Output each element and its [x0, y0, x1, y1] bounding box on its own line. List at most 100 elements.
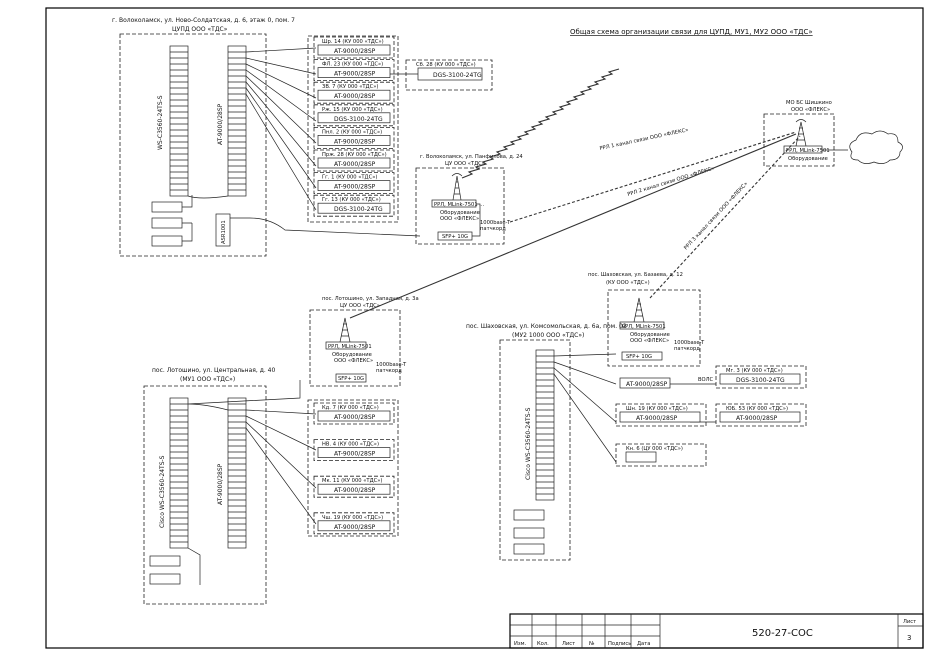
remote-mu2-title-3: Кн. 6 (ЦУ 000 «ТДС»): [626, 446, 683, 452]
remote-top-title-7: Гг. 13 (КУ 000 «ТДС»): [322, 197, 381, 203]
remote-top-device-label-1: AT-9000/28SP: [334, 71, 376, 78]
remote-mid-title-1: НВ. 4 (КУ 000 «ТДС»): [322, 442, 379, 448]
remote-top-zone-2: [313, 81, 395, 104]
remote-mid-device-label-2: AT-9000/28SP: [334, 487, 376, 494]
mu2-switch-label: Cisco WS-C3560-24TS-S: [525, 407, 532, 480]
zapadnaya-rrl-box: [325, 341, 367, 350]
zapadnaya-rrl-label: РРЛ, MLink-7501: [328, 344, 372, 350]
cupd-internal-links: [182, 195, 421, 242]
remote-mu2-zone-3: [615, 443, 707, 467]
remote-top-title-0: Шр. 14 (КУ 000 «ТДС»): [322, 39, 384, 45]
bazaeva-at-device-label: AT-9000/28SP: [626, 381, 668, 388]
bazaeva-at-device: [619, 377, 671, 389]
remote-top-device-label-5: AT-9000/28SP: [334, 161, 376, 168]
title-block: [509, 613, 924, 649]
panfilova-address: г. Волоколамск, ул. Панфилова, д. 24: [420, 154, 523, 160]
panfilova-poe-2: патчкорд: [480, 226, 506, 232]
cupd-port-ticks: [170, 51, 246, 191]
rrl-link-1: [461, 68, 620, 179]
remote-top-title-2: ЗВ. 7 (КУ 000 «ТДС»): [322, 84, 378, 90]
remote-top-title-5: Прж. 28 (КУ 000 «ТДС»): [322, 152, 387, 158]
remote-mu2-zone-1: [615, 403, 707, 427]
rrl-link-zapadnaya: [349, 133, 797, 319]
zapadnaya-poe-2: патчкорд: [376, 368, 402, 374]
remote-top-device-5: [317, 157, 391, 169]
remote-mu2-zone-0: [715, 365, 807, 389]
mu2-ups-1: [513, 509, 545, 521]
remote-top-title-1: ФЛ. 23 (КУ 000 «ТДС»): [322, 62, 383, 68]
cupd-switch-label: WS-C3560-24TS-S: [157, 95, 164, 150]
cupd-asr: [215, 213, 231, 247]
stamp-num: №: [589, 641, 595, 647]
stamp-izm: Изм.: [514, 641, 527, 647]
remote-mid-title-3: Чш. 19 (КУ 000 «ТДС»): [322, 515, 383, 521]
cupd-asr-label: ASR1001: [221, 220, 227, 244]
remote-mid-device-label-3: AT-9000/28SP: [334, 524, 376, 531]
rrl-link-3-label: РРЛ 3 канал связи ООО «ФЛЕКС»: [683, 181, 749, 251]
remote-mid-device-label-0: AT-9000/28SP: [334, 414, 376, 421]
mo-tower-icon: [795, 119, 807, 147]
remote-mu2-title-2: ЮБ. 53 (КУ 000 «ТДС»): [726, 406, 788, 412]
panfilova-equip-1: Оборудование: [440, 210, 480, 216]
zapadnaya-equip-1: Оборудование: [332, 352, 372, 358]
remote-mu2-device-2: [719, 411, 801, 423]
mu1-remotes-zone: [307, 399, 399, 537]
rrl-link-2-label: РРЛ 2 канал связи ООО «ФЛЕКС»: [627, 166, 715, 198]
zapadnaya-zone: [309, 309, 401, 387]
stamp-date: Дата: [637, 641, 650, 647]
remote-mid-device-label-1: AT-9000/28SP: [334, 451, 376, 458]
bazaeva-name: (КУ ООО «ТДС»): [606, 280, 650, 286]
bazaeva-poe-2: патчкорд: [674, 346, 700, 352]
mu2-zone: [499, 339, 571, 561]
vols-label: ВОЛС: [698, 377, 714, 383]
remote-top-title-3: Рж. 15 (КУ 000 «ТДС»): [322, 107, 383, 113]
remote-mid-zone-2: [313, 475, 395, 498]
rrl-link-2: [509, 131, 797, 223]
zapadnaya-poe-1: 1000base-T: [376, 362, 407, 368]
mo-rrl-label: РРЛ, MLink-7501: [786, 148, 830, 154]
mu2-address: пос. Шаховская, ул. Комсомольская, д. 6а…: [466, 323, 627, 330]
remote-mid-zone-1: [313, 439, 395, 462]
panfilova-sfp-label: SFP+ 10G: [442, 234, 468, 240]
panfilova-rrl-box: [431, 199, 477, 208]
remote-top-device-7: [317, 202, 391, 214]
remote-right-top-title: Сб. 28 (КУ 000 «ТДС»): [416, 62, 476, 68]
bazaeva-equip-2: ООО «ФЛЕКС»: [630, 338, 669, 344]
remote-top-device-3: [317, 112, 391, 124]
remote-top-zone-1: [313, 59, 395, 81]
remote-top-device-label-3: DGS-3100-24TG: [334, 116, 383, 123]
stamp-sign: Подпись: [608, 641, 631, 647]
zapadnaya-name: ЦУ ООО «ТДС»: [340, 303, 380, 309]
remote-top-title-4: Пнл. 2 (КУ 000 «ТДС»): [322, 129, 382, 135]
sheet-label: Лист: [903, 619, 916, 625]
remote-top-device-label-4: AT-9000/28SP: [334, 138, 376, 145]
stamp-kol: Кол.: [537, 641, 549, 647]
mo-rrl-box: [783, 145, 823, 154]
remotes-top: [307, 35, 399, 223]
bazaeva-address: пос. Шаховская, ул. Базаева, д. 12: [588, 272, 683, 278]
mu1-internal-links: [187, 380, 317, 585]
remote-mu2-device-0: [719, 373, 801, 385]
bazaeva-tower-icon: [633, 297, 645, 323]
cupd-ups-2: [151, 217, 183, 229]
remote-mid-title-0: Кд. 7 (КУ 000 «ТДС»): [322, 405, 379, 411]
remote-mu2-device-1: [619, 411, 701, 423]
mu2-port-ticks: [536, 355, 554, 495]
panfilova-poe-1: 1000base-T: [480, 220, 511, 226]
remote-top-device-label-2: AT-9000/28SP: [334, 93, 376, 100]
mu2-ups-3: [513, 543, 545, 555]
zapadnaya-equip-2: ООО «ФЛЕКС»: [334, 358, 373, 364]
panfilova-zone: [415, 167, 505, 245]
mu1-name: (МУ1 ООО «ТДС»): [180, 376, 235, 383]
mo-name-1: МО БС Шишкино: [786, 100, 832, 106]
remote-mid-zone-0: [313, 402, 395, 425]
rrl-link-1-label: РРЛ 1 канал связи ООО «ФЛЕКС»: [599, 127, 689, 152]
network-cloud: [849, 130, 903, 164]
remote-top-zone-3: [313, 104, 395, 127]
zapadnaya-sfp-label: SFP+ 10G: [338, 376, 364, 382]
remote-mu2-device-label-1: AT-9000/28SP: [636, 415, 678, 422]
sheet-number: 3: [907, 634, 911, 642]
bazaeva-sfp-box: [621, 351, 663, 361]
remote-mu2-device-label-0: DGS-3100-24TG: [736, 377, 785, 384]
